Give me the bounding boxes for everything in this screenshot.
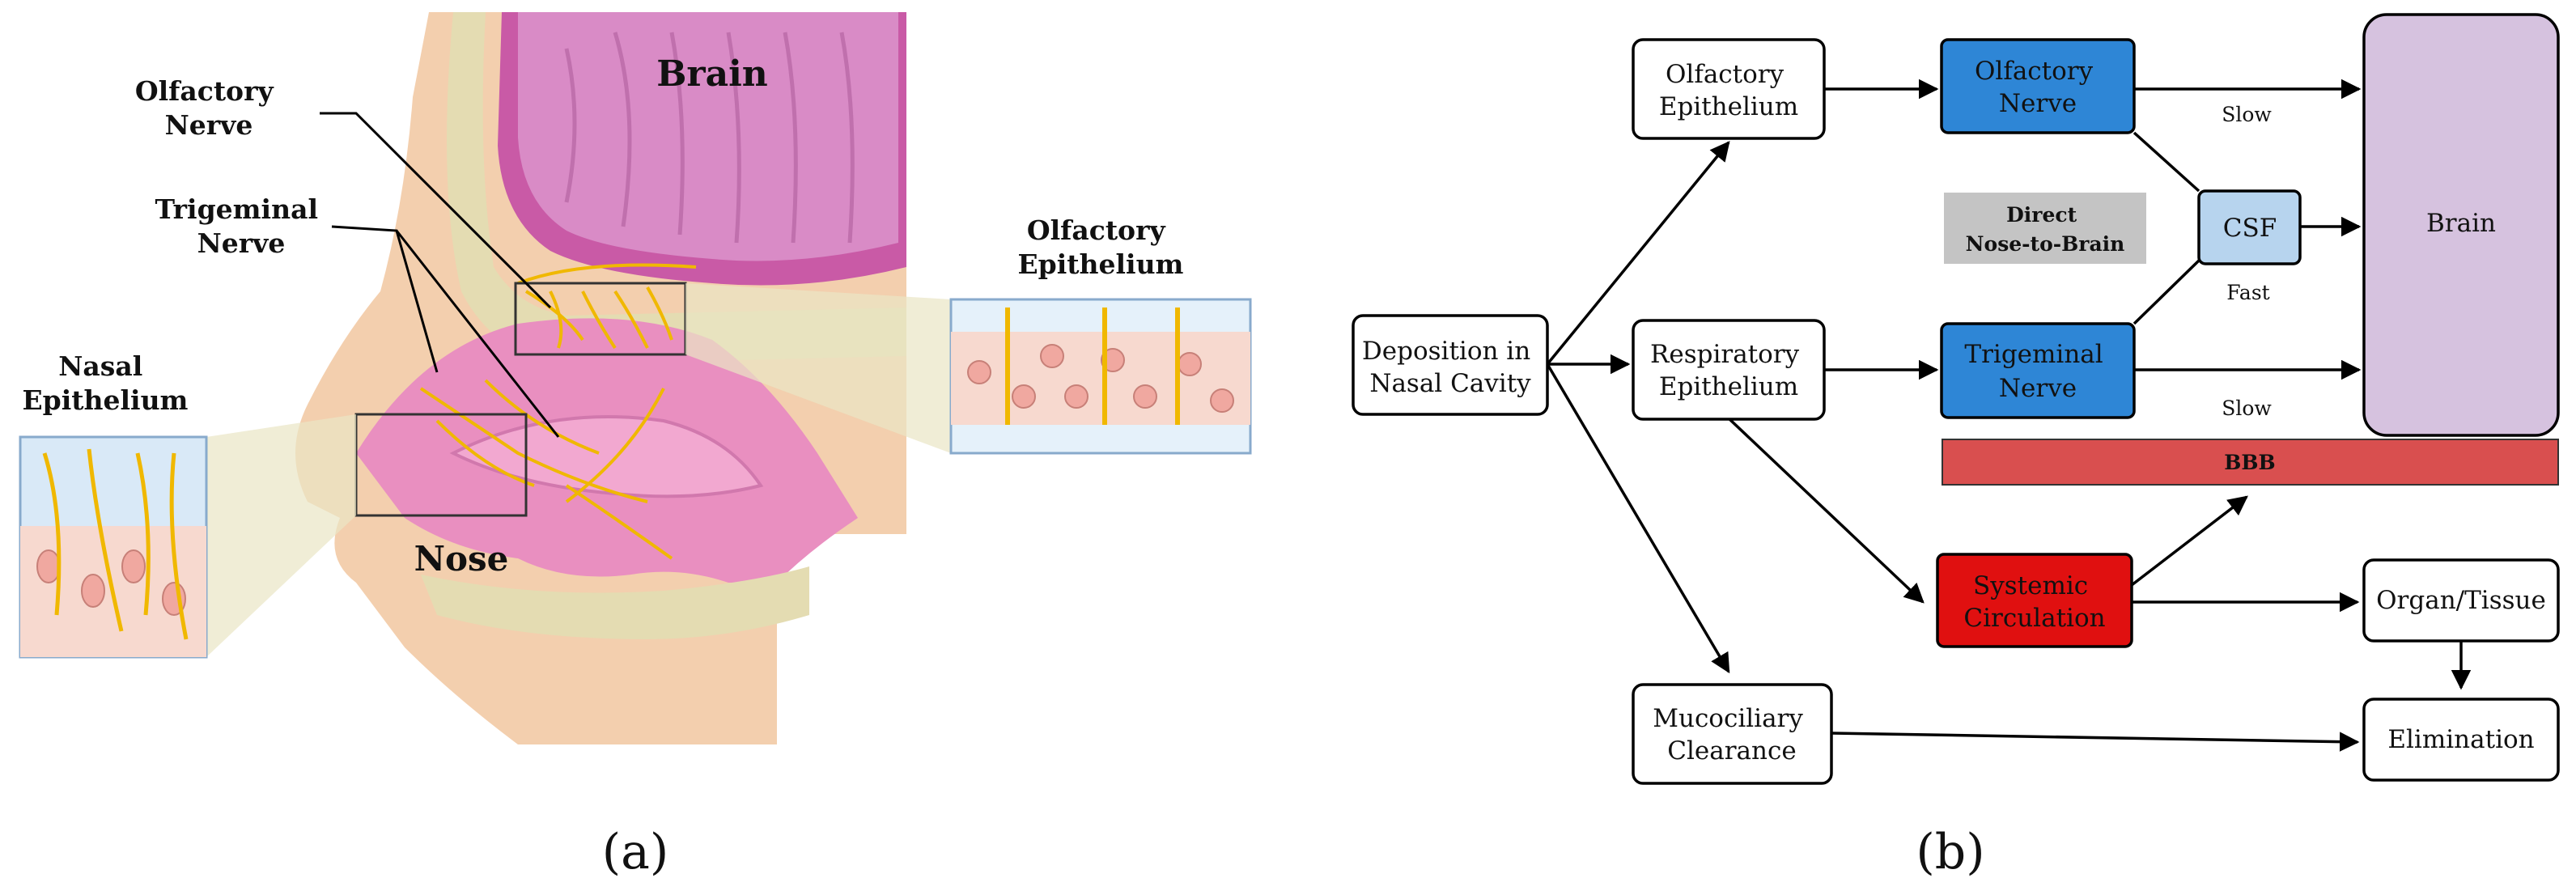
arrow-olfactory-nerve-csf [2133, 131, 2200, 193]
node-respiratory-epithelium: Respiratory Epithelium [1632, 319, 1826, 421]
node-olfactory-epithelium: Olfactory Epithelium [1632, 38, 1826, 140]
node-brain: Brain [2362, 13, 2560, 437]
nasal-epithelium-label: Nasal Epithelium [23, 350, 189, 416]
svg-text:Trigeminal Nerve: Trigeminal Nerve [1964, 340, 2111, 403]
node-trigeminal-nerve: Trigeminal Nerve [1940, 322, 2136, 419]
arrow-mucociliary-elimination [1831, 732, 2360, 752]
olfactory-nerve-fibres [517, 263, 697, 350]
node-olfactory-nerve: Olfactory Nerve [1940, 38, 2136, 134]
svg-text:Mucociliary Clearance: Mucociliary Clearance [1653, 704, 1811, 766]
node-systemic-circulation: Systemic Circulation [1936, 553, 2133, 648]
brain-cortex [518, 12, 898, 261]
svg-text:Olfactory Epithelium: Olfactory Epithelium [1659, 60, 1798, 121]
node-deposition: Deposition in Nasal Cavity [1352, 314, 1549, 416]
svg-text:Respiratory Epithelium: Respiratory Epithelium [1650, 340, 1807, 401]
svg-text:Brain: Brain [2426, 209, 2496, 238]
palate-bone [421, 566, 809, 639]
svg-text:Organ/Tissue: Organ/Tissue [2376, 586, 2546, 615]
svg-text:Systemic Circulation: Systemic Circulation [1963, 571, 2105, 633]
arrow-systemic-bbb [2130, 495, 2248, 587]
node-organ-tissue: Organ/Tissue [2362, 558, 2560, 643]
label-leader-lines [320, 112, 560, 438]
bbb-bar: BBB [1942, 439, 2559, 486]
arrow-deposition-olfactory-epi [1546, 141, 1730, 366]
node-csf: CSF [2197, 189, 2302, 265]
olfactory-zoom-wedge [685, 283, 951, 453]
svg-text:Olfactory Nerve: Olfactory Nerve [1975, 57, 2101, 118]
panel-a-illustration: Brain Olfactory Nerve Trigeminal Nerve O… [19, 12, 1252, 880]
trigeminal-nerve-fibres [419, 379, 673, 560]
node-direct-nose-to-brain: Direct Nose-to-Brain [1944, 193, 2146, 264]
node-elimination: Elimination [2362, 698, 2560, 782]
svg-text:BBB: BBB [2224, 451, 2275, 474]
olfactory-nerve-label: Olfactory Nerve [135, 75, 282, 141]
svg-text:CSF: CSF [2223, 214, 2277, 243]
svg-text:Elimination: Elimination [2387, 725, 2534, 754]
nasal-turbinates [449, 415, 764, 498]
arrow-respiratory-epi-systemic [1727, 417, 1925, 604]
brain-label: Brain [656, 53, 768, 95]
nasal-zoom-wedge [206, 414, 356, 657]
flow-arrows [1546, 78, 2472, 752]
svg-text:Deposition in Nasal Ca: Deposition in Nasal Cavity [1362, 337, 1538, 398]
brain-folds [564, 32, 855, 244]
olfactory-epithelium-label: Olfactory Epithelium [1018, 214, 1184, 280]
svg-text:Direct Nose-to-Brain: Direct Nose-to-Brain [1966, 203, 2125, 256]
edge-label-olfactory-slow: Slow [2222, 103, 2272, 126]
panel-b-caption: (b) [1916, 824, 1984, 880]
nasal-epithelium-inset [19, 435, 208, 659]
olfactory-epithelium-inset [949, 298, 1252, 455]
panel-a-caption: (a) [602, 824, 669, 880]
arrow-trigeminal-nerve-csf [2133, 259, 2200, 325]
arrow-deposition-mucociliary [1546, 363, 1730, 674]
node-mucociliary-clearance: Mucociliary Clearance [1632, 683, 1833, 785]
nose-label: Nose [414, 539, 509, 579]
trigeminal-nerve-label: Trigeminal Nerve [155, 193, 327, 259]
panel-b-flow-diagram: Deposition in Nasal Cavity Olfactory Epi… [1352, 13, 2560, 880]
edge-label-csf-fast: Fast [2226, 281, 2269, 304]
edge-label-trigeminal-slow: Slow [2222, 397, 2272, 420]
